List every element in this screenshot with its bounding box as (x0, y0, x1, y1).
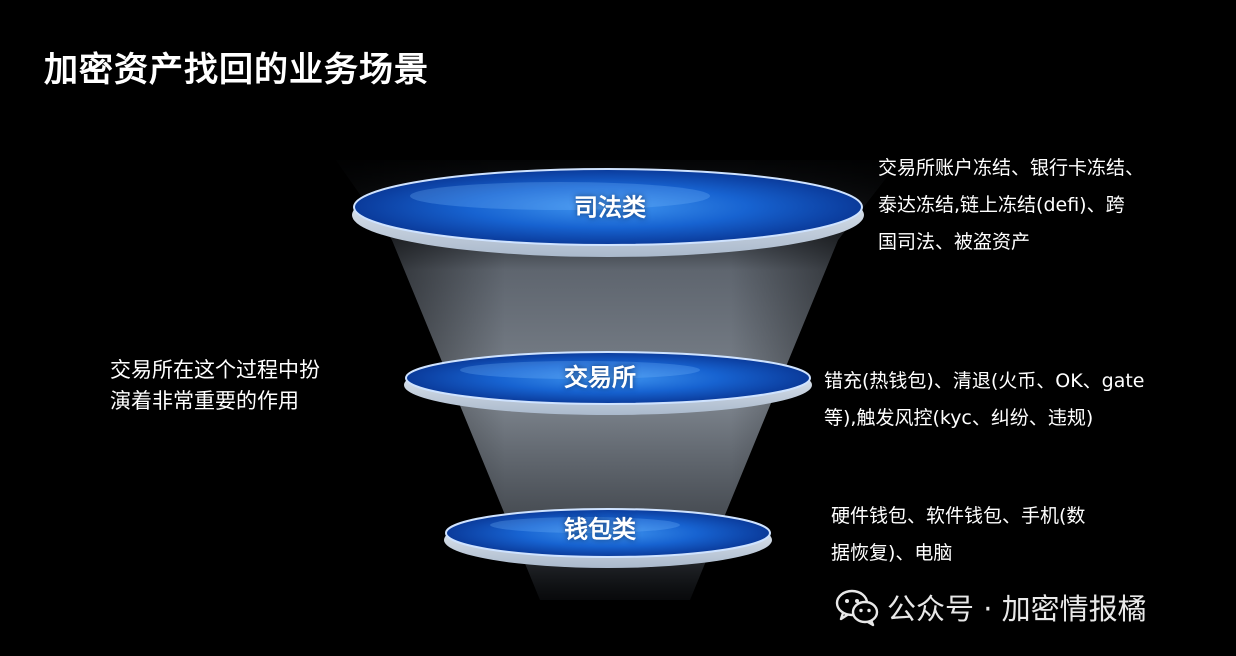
tier-description-wallet: 硬件钱包、软件钱包、手机(数 据恢复)、电脑 (831, 498, 1085, 572)
tier-ring-bottom (444, 508, 772, 568)
description-line: 国司法、被盗资产 (878, 231, 1031, 253)
watermark-text: 公众号 · 加密情报橘 (887, 592, 1147, 626)
description-line: 泰达冻结,链上冻结(defi)、跨 (878, 194, 1125, 216)
tier-label-wallet: 钱包类 (564, 515, 636, 544)
tier-description-judicial: 交易所账户冻结、银行卡冻结、 泰达冻结,链上冻结(defi)、跨 国司法、被盗资… (878, 150, 1144, 261)
description-line: 交易所账户冻结、银行卡冻结、 (878, 157, 1145, 179)
description-line: 据恢复)、电脑 (831, 542, 953, 564)
tier-label-exchange: 交易所 (564, 363, 636, 392)
tier-description-exchange: 错充(热钱包)、清退(火币、OK、gate 等),触发风控(kyc、纠纷、违规) (824, 363, 1145, 437)
side-note: 交易所在这个过程中扮 演着非常重要的作用 (110, 355, 320, 417)
description-line: 硬件钱包、软件钱包、手机(数 (831, 505, 1086, 527)
side-note-line: 演着非常重要的作用 (110, 389, 299, 413)
wechat-icon (835, 589, 879, 627)
page-title: 加密资产找回的业务场景 (44, 50, 429, 90)
tier-ring-top (352, 168, 864, 257)
description-line: 等),触发风控(kyc、纠纷、违规) (824, 407, 1094, 429)
tier-ring-middle (404, 351, 812, 415)
side-note-line: 交易所在这个过程中扮 (110, 358, 320, 382)
description-line: 错充(热钱包)、清退(火币、OK、gate (824, 370, 1145, 392)
tier-label-judicial: 司法类 (574, 193, 646, 222)
watermark: 公众号 · 加密情报橘 (835, 586, 1147, 628)
